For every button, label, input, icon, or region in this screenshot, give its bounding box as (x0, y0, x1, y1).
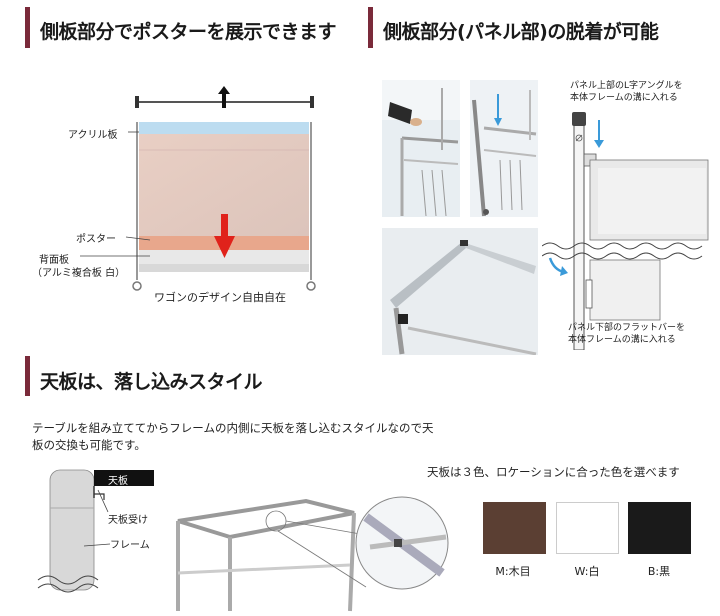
section-marker (25, 7, 30, 48)
tenban-uke-label: 天板受け (108, 515, 148, 526)
frame-label: フレーム (110, 540, 150, 551)
photo-panel-lift (382, 80, 460, 217)
lift-arrow-icon (218, 86, 230, 108)
wagon-poster-illustration (80, 86, 316, 291)
drop-arrow-icon (494, 118, 502, 126)
swatch-black-label: B:黒 (647, 565, 671, 578)
top-board-section-diagram (37, 469, 154, 593)
colors-note: 天板は３色、ロケーションに合った色を選べます (427, 465, 680, 479)
photo-panel-corner (382, 228, 538, 355)
back-panel-label: 背面板 (39, 255, 69, 266)
section-title-poster: 側板部分でポスターを展示できます (40, 21, 337, 43)
top-description: テーブルを組み立ててからフレームの内側に天板を落し込むスタイルなので天 板の交換… (32, 421, 434, 452)
back-panel-material-label: （アルミ複合板 白） (32, 268, 126, 279)
frame-perspective-diagram (176, 496, 449, 612)
section-title-panel: 側板部分(パネル部)の脱着が可能 (383, 21, 659, 43)
acrylic-label: アクリル板 (68, 130, 118, 141)
panel-bottom-note: パネル下部のフラットバーを 本体フレームの溝に入れる (568, 323, 686, 345)
panel-section-diagram (542, 112, 709, 350)
insert-arrow-icon (221, 214, 228, 238)
tenban-tag: 天板 (108, 476, 128, 487)
section-title-top: 天板は、落し込みスタイル (40, 371, 263, 393)
poster-label: ポスター (76, 234, 116, 245)
swatch-wood-label: M:木目 (495, 565, 531, 578)
panel-top-note: パネル上部のL字アングルを 本体フレームの溝に入れる (570, 81, 683, 103)
photo-panel-drop (470, 80, 538, 217)
section-marker (25, 356, 30, 396)
section-marker (368, 7, 373, 48)
swatch-wood[interactable] (483, 502, 546, 554)
design-caption: ワゴンのデザイン自由自在 (154, 291, 286, 304)
swatch-white-label: W:白 (574, 565, 600, 578)
swatch-white[interactable] (556, 502, 619, 554)
swatch-black[interactable] (628, 502, 691, 554)
